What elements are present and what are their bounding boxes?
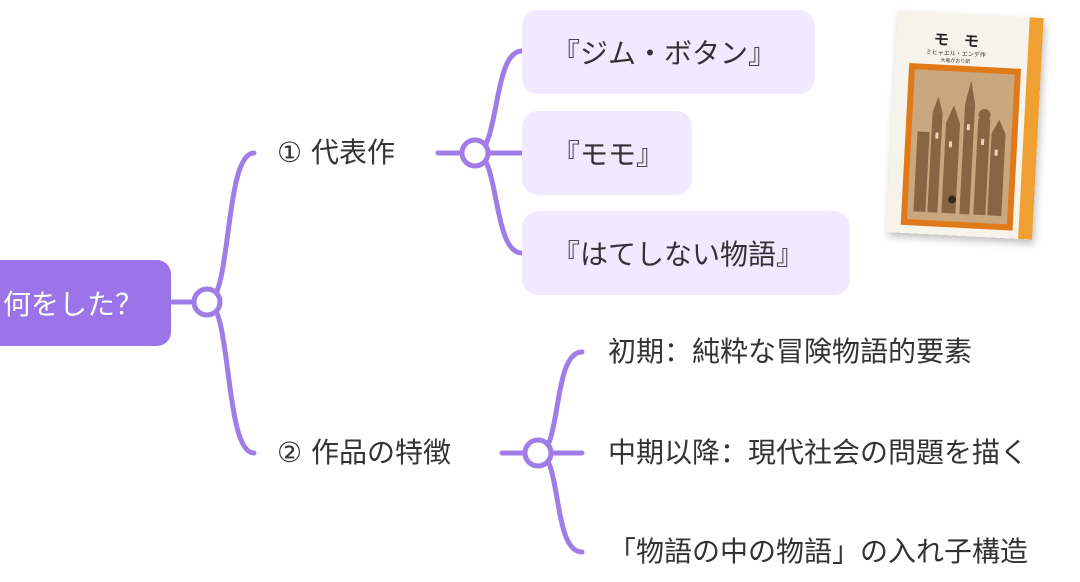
book-cover-momo: モ モ ミヒャエル・エンデ作 大島かおり訳	[886, 10, 1044, 240]
book-title: モ モ	[933, 30, 979, 50]
book-author: ミヒャエル・エンデ作	[926, 48, 986, 59]
leaf-middle-period[interactable]: 中期以降：現代社会の問題を描く	[608, 436, 1029, 469]
book-cover-illustration: モ モ ミヒャエル・エンデ作 大島かおり訳	[886, 10, 1044, 240]
branch-2-child-3-connector	[535, 450, 585, 555]
branch-2-connector	[204, 299, 257, 456]
leaf-nested-structure[interactable]: 「物語の中の物語」の入れ子構造	[608, 535, 1029, 568]
leaf-early-period[interactable]: 初期：純粋な冒険物語的要素	[608, 335, 973, 368]
branch-2-junction[interactable]	[522, 437, 554, 469]
pill-momo[interactable]: 『モモ』	[522, 111, 692, 195]
branch-1-connector	[204, 150, 257, 305]
pill-label: 『ジム・ボタン』	[552, 37, 777, 70]
pill-neverending-story[interactable]: 『はてしない物語』	[522, 211, 850, 295]
branch-1-child-1-connector	[472, 48, 525, 156]
root-label: 何をした？	[2, 288, 143, 321]
root-junction[interactable]	[191, 286, 223, 318]
branch-label-work-features[interactable]: ② 作品の特徴	[277, 436, 452, 469]
root-node[interactable]: 何をした？	[0, 260, 171, 346]
pill-jim-button[interactable]: 『ジム・ボタン』	[522, 10, 815, 94]
branch-1-junction[interactable]	[459, 137, 491, 169]
pill-label: 『はてしない物語』	[552, 238, 805, 271]
branch-1-child-3-connector	[472, 150, 525, 256]
branch-2-child-1-connector	[535, 349, 585, 456]
pill-label: 『モモ』	[552, 138, 665, 171]
branch-label-representative-works[interactable]: ① 代表作	[277, 136, 396, 169]
book-translator: 大島かおり訳	[940, 57, 970, 66]
